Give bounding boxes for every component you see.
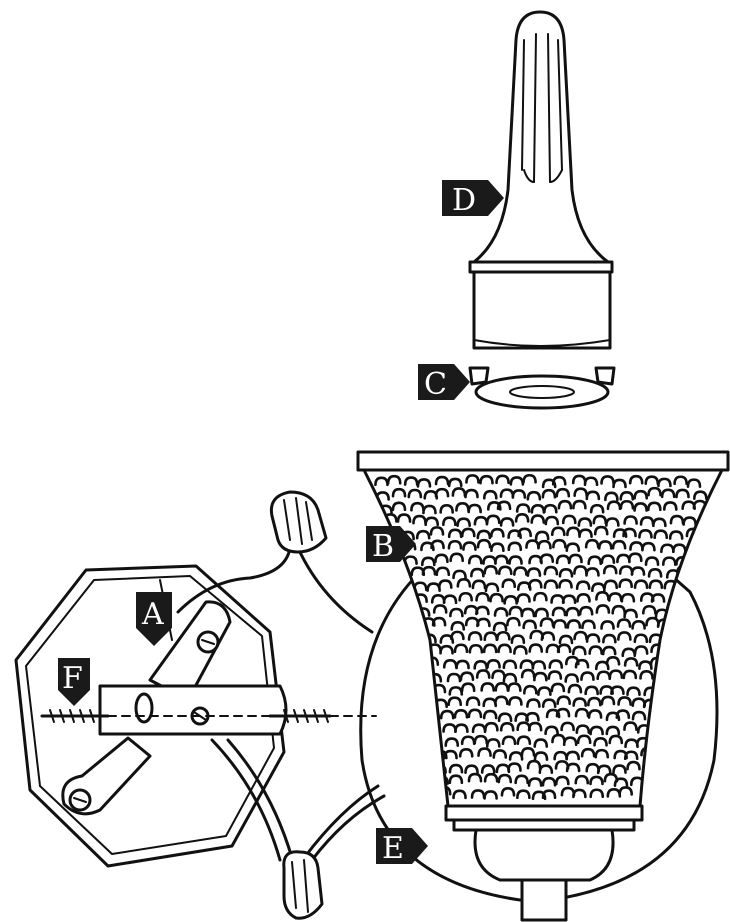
retaining-ring-part-c: [470, 368, 614, 408]
callout-tag-d: D: [442, 180, 504, 218]
callout-label-c: C: [424, 367, 447, 402]
texture-dimple: [691, 542, 703, 549]
callout-tag-c: C: [418, 364, 470, 402]
socket-cover-part-d: [470, 12, 612, 348]
callout-label-a: A: [141, 597, 164, 632]
texture-dimple: [394, 566, 406, 573]
callout-label-d: D: [452, 183, 476, 218]
callout-label-f: F: [62, 661, 83, 696]
wire-nut-icon: [271, 492, 326, 552]
callout-label-e: E: [382, 831, 404, 866]
wire-nut-icon: [284, 852, 322, 918]
callout-label-b: B: [372, 529, 394, 564]
mounting-plate-assembly: [16, 566, 376, 866]
